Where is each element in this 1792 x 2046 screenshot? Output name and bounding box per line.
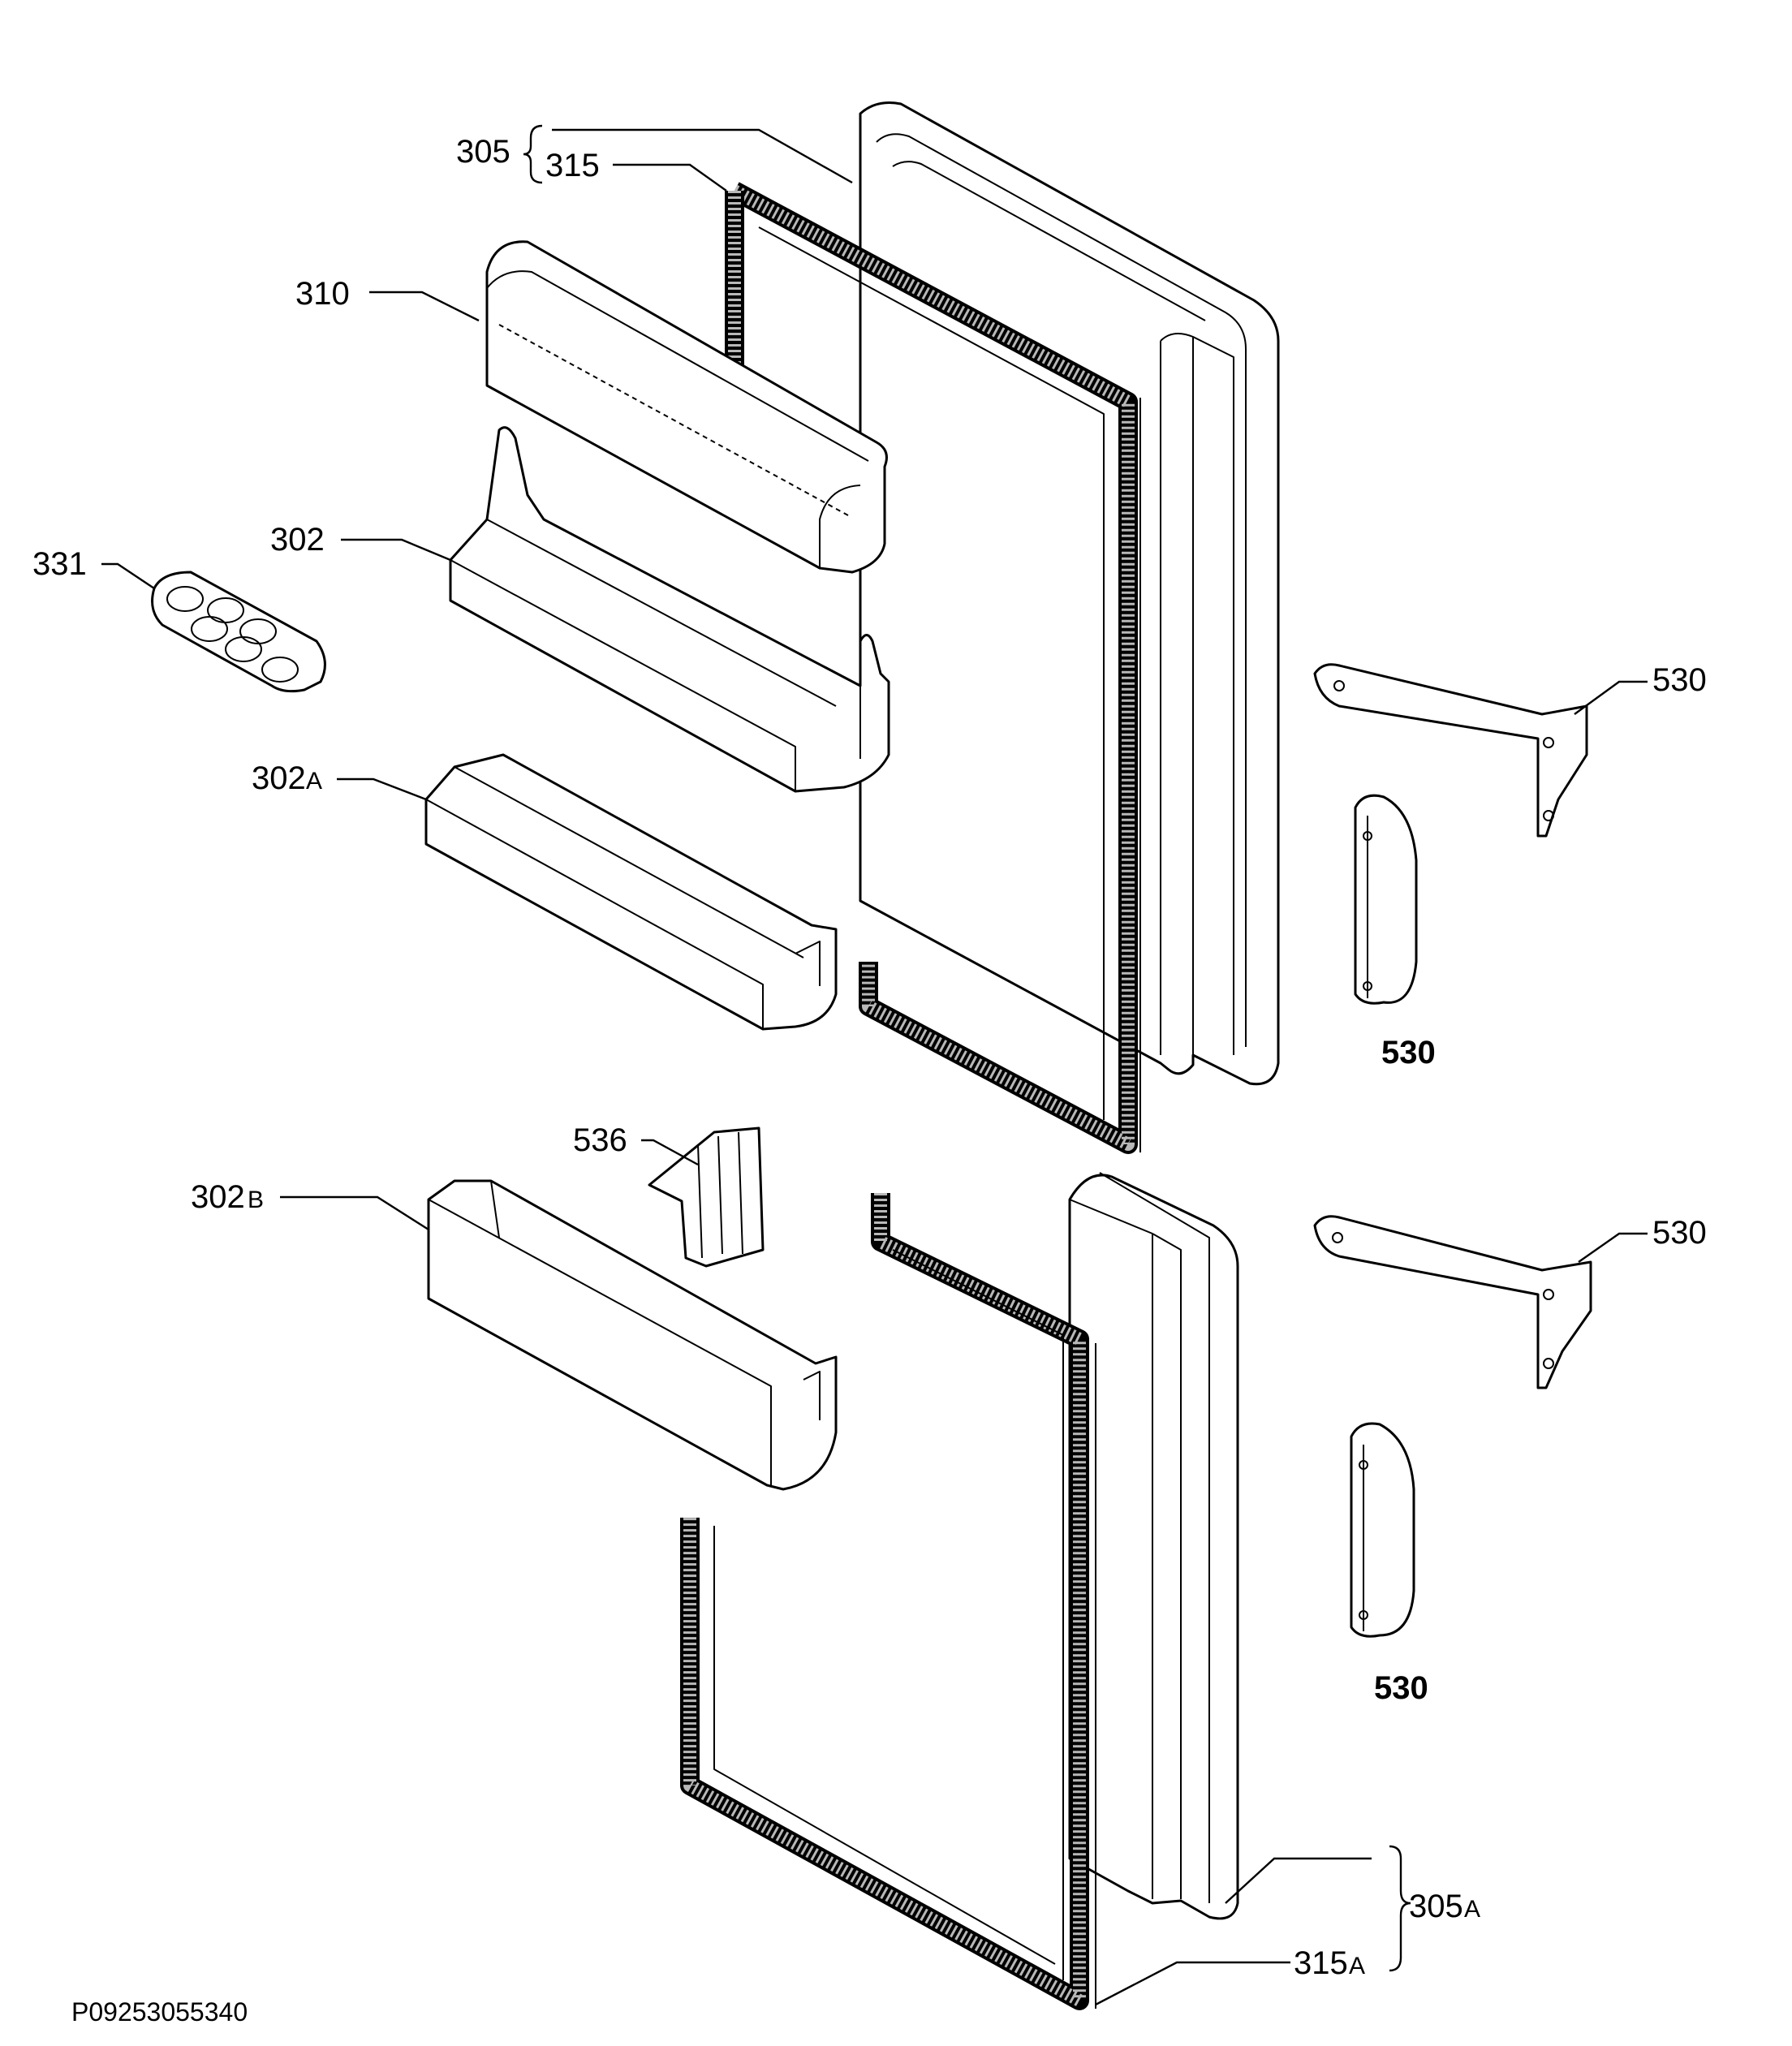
lower-gasket-315a	[680, 1193, 1096, 2010]
label-530-upper-handle: 530	[1381, 1035, 1436, 1070]
divider-536	[648, 1126, 765, 1268]
label-315a-number: 315	[1294, 1945, 1348, 1981]
reference-code: P09253055340	[71, 1997, 248, 2027]
label-310: 310	[295, 276, 350, 312]
label-302b-suffix: B	[248, 1187, 264, 1213]
label-302b-number: 302	[191, 1179, 245, 1215]
label-302a-number: 302	[252, 760, 306, 796]
upper-handle-530	[1354, 794, 1418, 1005]
label-302: 302	[270, 522, 325, 558]
label-331: 331	[32, 546, 87, 582]
label-302a-suffix: A	[306, 768, 322, 795]
balcony-302	[449, 426, 890, 793]
label-530-lower-handle: 530	[1374, 1670, 1428, 1706]
label-305: 305	[456, 134, 510, 170]
upper-hinge-530	[1313, 663, 1588, 838]
lower-door-305a	[1068, 1172, 1239, 1920]
label-536: 536	[573, 1122, 627, 1158]
label-530-lower-hinge: 530	[1652, 1215, 1707, 1251]
brace-305a-icon	[1389, 1845, 1411, 1972]
upper-door-305	[859, 101, 1280, 1086]
label-530-upper-hinge: 530	[1652, 662, 1707, 698]
balcony-cover-310	[485, 240, 888, 574]
label-305a-suffix: A	[1464, 1896, 1480, 1923]
upper-gasket-315	[725, 182, 1141, 1154]
lower-handle-530	[1350, 1422, 1415, 1638]
label-315: 315	[545, 148, 600, 183]
brace-305-icon	[523, 124, 543, 184]
leader-lines	[101, 128, 1648, 2006]
balcony-302b	[427, 1179, 838, 1491]
egg-tray-331	[151, 571, 326, 693]
lower-hinge-530	[1313, 1215, 1592, 1389]
label-305a-number: 305	[1409, 1889, 1463, 1924]
balcony-302a	[424, 753, 838, 1031]
label-315a-suffix: A	[1349, 1953, 1365, 1979]
